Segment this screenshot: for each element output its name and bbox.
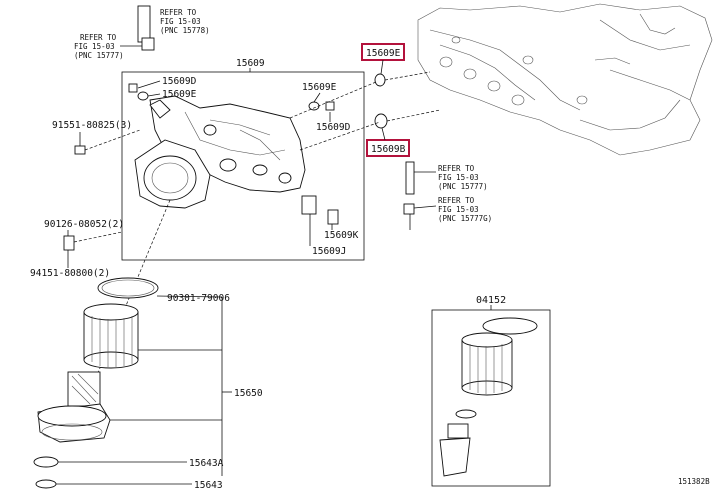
kit-gasket-drawing [455,409,477,419]
bolt-15609D-right-drawing [325,101,335,111]
refer-note-15777G-line2: FIG 15-03 [438,205,479,214]
washer-15609E-drawing [137,91,149,101]
refer-note-15778-line2: FIG 15-03 [160,17,201,26]
oil-filter-element-drawing [83,303,139,369]
bolt-91551-drawing [74,145,86,155]
part-label-15609D-upper[interactable]: 15609D [162,76,197,87]
refer-note-15778-line1: REFER TO [160,8,197,17]
refer-note-15777-left-line3: (PNC 15777) [74,51,124,60]
part-label-15609[interactable]: 15609 [236,58,265,69]
refer-note-15777-right-line3: (PNC 15777) [438,182,488,191]
kit-o-ring-drawing [482,317,538,335]
part-label-15609E-upper[interactable]: 15609E [162,89,197,100]
refer-note-15777G-line3: (PNC 15777G) [438,214,492,223]
part-label-15609B-highlighted[interactable]: 15609B [371,144,406,155]
refer-note-15778-line3: (PNC 15778) [160,26,210,35]
union-15777G-drawing [403,203,415,215]
drain-plug-15643-drawing [35,479,57,489]
part-label-15609D-right[interactable]: 15609D [316,122,351,133]
oil-filter-cap-drawing [37,371,111,443]
refer-note-15777-right-line1: REFER TO [438,164,475,173]
part-label-94151-80800[interactable]: 94151-80800(2) [30,268,110,279]
figure-id: 151382B [678,477,710,486]
o-ring-15643A-drawing [33,456,59,468]
washer-15609E-right-drawing [308,101,320,111]
oil-filter-bracket-drawing [134,95,306,209]
oil-pipe-top [137,5,155,51]
relief-valve-drawing [301,195,339,225]
bolt-15609D-drawing [128,83,138,93]
refer-note-15777-left-line1: REFER TO [80,33,117,42]
part-label-90126-08052[interactable]: 90126-08052(2) [44,219,124,230]
refer-note-15777-right-line2: FIG 15-03 [438,173,479,182]
oil-pipe-right-drawing [405,161,415,195]
kit-drain-plug-drawing [439,423,471,477]
refer-note-15777G-line1: REFER TO [438,196,475,205]
oil-filter-bracket-assy-box [121,71,365,261]
part-label-90301-79006[interactable]: 90301-79006 [167,293,230,304]
part-label-15609J[interactable]: 15609J [312,246,346,257]
o-ring-90301-drawing [97,277,159,299]
part-label-15609K[interactable]: 15609K [324,230,359,241]
part-label-04152[interactable]: 04152 [476,295,506,306]
kit-filter-element-drawing [461,332,513,396]
o-ring-15609E-engine [374,73,386,87]
part-label-15643[interactable]: 15643 [194,480,223,491]
part-label-15650[interactable]: 15650 [234,388,263,399]
stud-90126-drawing [63,235,75,251]
refer-note-15777-left-line2: FIG 15-03 [74,42,115,51]
engine-block-drawing [417,3,713,156]
part-label-15643A[interactable]: 15643A [189,458,224,469]
highlight-box-15609B [366,139,410,157]
part-label-91551-80825[interactable]: 91551-80825(3) [52,120,132,131]
part-label-15609E-right[interactable]: 15609E [302,82,337,93]
o-ring-15609B-engine [374,113,388,129]
part-label-15609E-highlighted[interactable]: 15609E [366,48,401,59]
